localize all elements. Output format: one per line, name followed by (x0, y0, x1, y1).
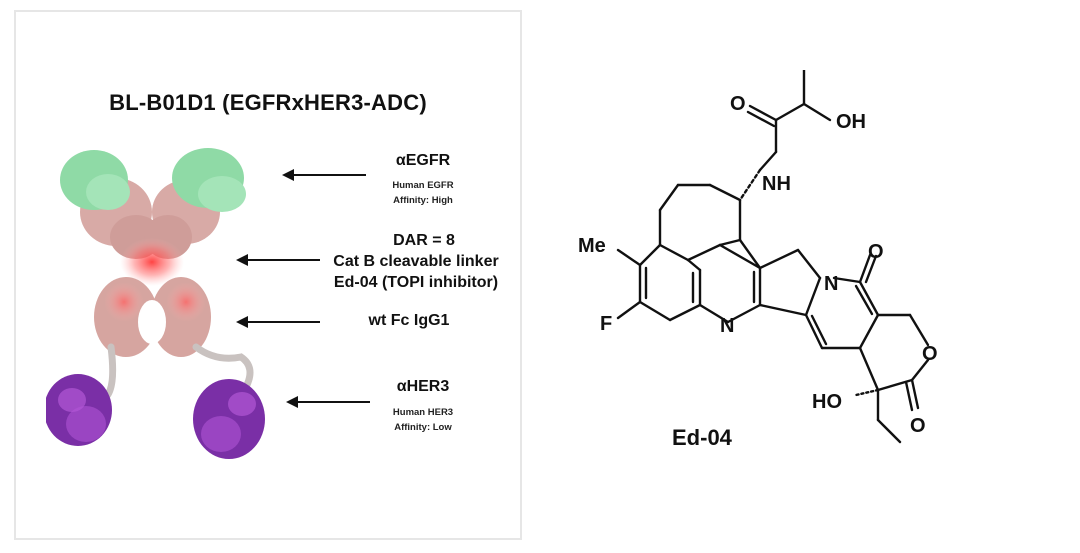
label-payload: Ed-04 (TOPI inhibitor) (333, 274, 499, 291)
atom-o-amide: O (730, 93, 746, 115)
label-egfr-affinity: Affinity: High (393, 195, 453, 206)
tether-right (192, 343, 254, 391)
fc-region (94, 277, 211, 357)
label-egfr-target: Human EGFR (392, 180, 454, 191)
diagram-title: BL-B01D1 (EGFRxHER3-ADC) (109, 90, 427, 115)
structure-bonds (616, 70, 930, 444)
label-dar: DAR = 8 (393, 232, 455, 249)
atom-oh-top: OH (836, 111, 866, 133)
molecule-name: Ed-04 (672, 425, 732, 450)
atom-me: Me (578, 235, 606, 257)
arrow-her3 (286, 396, 370, 408)
arrow-fc (236, 316, 320, 328)
arrow-payload (236, 254, 320, 266)
atom-f: F (600, 313, 612, 335)
atom-o-carbonyl: O (910, 415, 926, 437)
egfr-binding-domain-left (60, 150, 130, 210)
atom-n-ring: N (720, 315, 734, 337)
atom-o-lactone: O (922, 343, 938, 365)
label-her3-target: Human HER3 (392, 407, 454, 418)
atom-n-lactam: N (824, 273, 838, 295)
linker-payload-glow (120, 238, 184, 286)
label-linker: Cat B cleavable linker (333, 253, 499, 270)
adc-panel: BL-B01D1 (EGFRxHER3-ADC) (14, 10, 522, 540)
atom-ho: HO (812, 391, 842, 413)
label-egfr: αEGFR (395, 152, 451, 169)
antibody-illustration (46, 148, 265, 459)
arrow-egfr (282, 169, 366, 181)
her3-binding-domain-left (46, 374, 112, 446)
label-her3: αHER3 (396, 378, 450, 395)
structure-atom-labels: OH O NH Me F N N O O O HO (578, 93, 938, 437)
atom-nh: NH (762, 173, 791, 195)
egfr-binding-domain-right (172, 148, 246, 212)
her3-binding-domain-right (193, 379, 265, 459)
ed04-structure: OH O NH Me F N N O O O HO (578, 70, 938, 444)
label-fc: wt Fc IgG1 (368, 312, 450, 329)
atom-o-pyridone: O (868, 241, 884, 263)
label-her3-affinity: Affinity: Low (394, 422, 452, 433)
